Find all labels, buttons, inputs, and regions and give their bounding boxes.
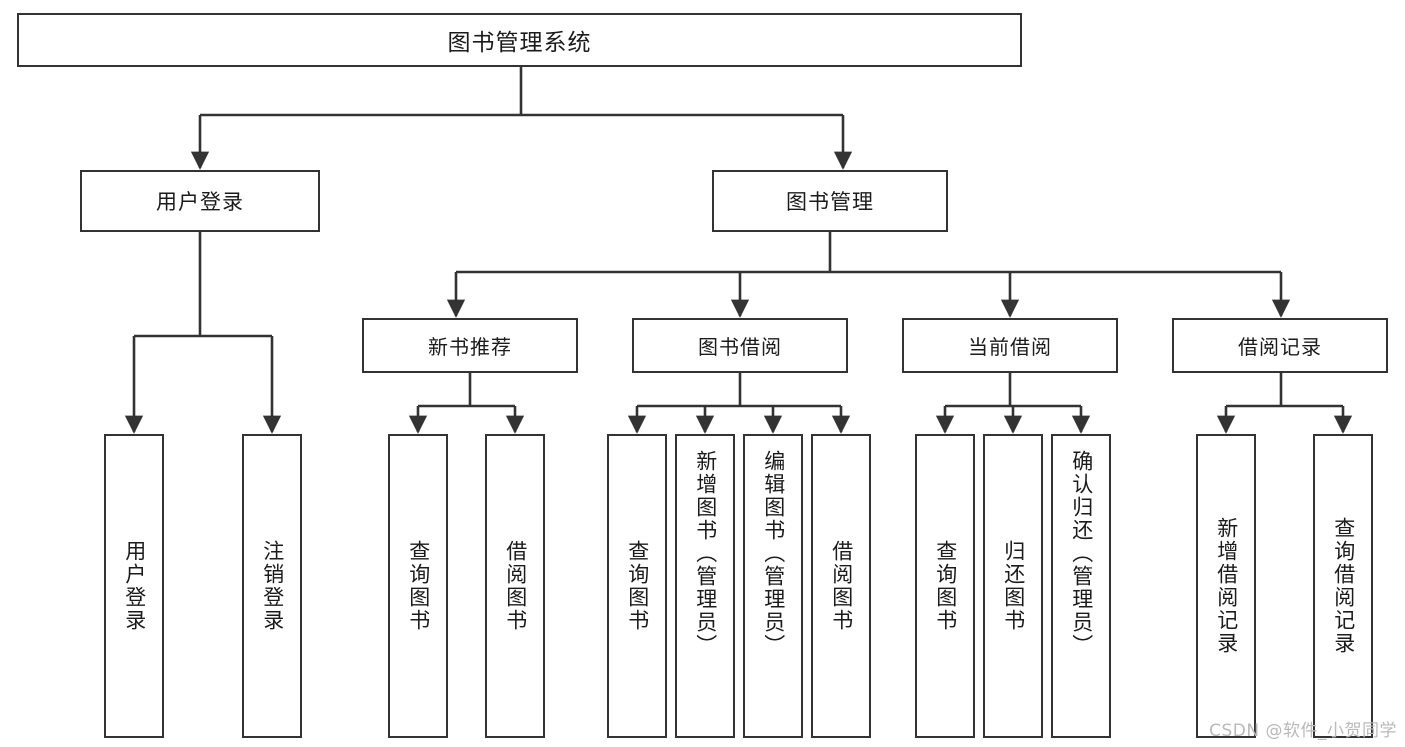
leaf-query-book-3[interactable]: 查询图书 — [915, 434, 975, 738]
node-user-login[interactable]: 用户登录 — [80, 170, 320, 232]
leaf-add-book-admin-label: 新增图书（管理员） — [693, 450, 718, 657]
leaf-query-book-1-inner: 查询图书 — [390, 436, 446, 736]
node-current-borrow[interactable]: 当前借阅 — [902, 318, 1118, 373]
leaf-edit-book-admin[interactable]: 编辑图书（管理员） — [743, 434, 803, 738]
node-current-borrow-label: 当前借阅 — [968, 335, 1052, 359]
leaf-edit-book-admin-label: 编辑图书（管理员） — [761, 450, 786, 657]
node-new-book-recommend[interactable]: 新书推荐 — [362, 318, 578, 373]
leaf-user-login-inner: 用户登录 — [106, 436, 162, 736]
leaf-user-login[interactable]: 用户登录 — [104, 434, 164, 738]
leaf-logout-login[interactable]: 注销登录 — [242, 434, 302, 738]
leaf-borrow-book-2-label: 借阅图书 — [829, 540, 854, 632]
node-borrow-record-label: 借阅记录 — [1238, 335, 1322, 359]
leaf-confirm-return-admin-inner: 确认归还（管理员） — [1053, 436, 1109, 747]
leaf-add-book-admin[interactable]: 新增图书（管理员） — [675, 434, 735, 738]
leaf-borrow-book-1[interactable]: 借阅图书 — [485, 434, 545, 738]
leaf-query-borrow-record-label: 查询借阅记录 — [1331, 517, 1356, 655]
leaf-query-book-1[interactable]: 查询图书 — [388, 434, 448, 738]
leaf-query-book-2-label: 查询图书 — [625, 540, 650, 632]
node-book-borrow-label: 图书借阅 — [698, 335, 782, 359]
leaf-confirm-return-admin[interactable]: 确认归还（管理员） — [1051, 434, 1111, 738]
leaf-query-book-1-label: 查询图书 — [406, 540, 431, 632]
node-book-management-label: 图书管理 — [786, 190, 874, 214]
leaf-borrow-book-2[interactable]: 借阅图书 — [811, 434, 871, 738]
leaf-return-book-inner: 归还图书 — [985, 436, 1041, 736]
leaf-add-book-admin-inner: 新增图书（管理员） — [677, 436, 733, 747]
leaf-query-book-3-inner: 查询图书 — [917, 436, 973, 736]
watermark: CSDN @软件_小贺同学 — [1209, 721, 1397, 741]
leaf-logout-login-label: 注销登录 — [260, 540, 285, 632]
leaf-borrow-book-2-inner: 借阅图书 — [813, 436, 869, 736]
node-root-label: 图书管理系统 — [447, 30, 592, 56]
leaf-query-borrow-record[interactable]: 查询借阅记录 — [1313, 434, 1373, 738]
node-book-borrow[interactable]: 图书借阅 — [632, 318, 848, 373]
leaf-return-book-label: 归还图书 — [1001, 540, 1026, 632]
leaf-logout-login-inner: 注销登录 — [244, 436, 300, 736]
node-new-book-recommend-label: 新书推荐 — [428, 335, 512, 359]
leaf-add-borrow-record[interactable]: 新增借阅记录 — [1196, 434, 1256, 738]
leaf-user-login-label: 用户登录 — [122, 540, 147, 632]
leaf-query-book-2[interactable]: 查询图书 — [607, 434, 667, 738]
leaf-query-book-2-inner: 查询图书 — [609, 436, 665, 736]
leaf-add-borrow-record-inner: 新增借阅记录 — [1198, 436, 1254, 736]
leaf-borrow-book-1-label: 借阅图书 — [503, 540, 528, 632]
node-borrow-record[interactable]: 借阅记录 — [1172, 318, 1388, 373]
node-root[interactable]: 图书管理系统 — [17, 13, 1022, 67]
leaf-edit-book-admin-inner: 编辑图书（管理员） — [745, 436, 801, 747]
node-book-management[interactable]: 图书管理 — [712, 170, 948, 232]
leaf-query-book-3-label: 查询图书 — [933, 540, 958, 632]
leaf-return-book[interactable]: 归还图书 — [983, 434, 1043, 738]
leaf-query-borrow-record-inner: 查询借阅记录 — [1315, 436, 1371, 736]
leaf-confirm-return-admin-label: 确认归还（管理员） — [1069, 450, 1094, 657]
leaf-borrow-book-1-inner: 借阅图书 — [487, 436, 543, 736]
leaf-add-borrow-record-label: 新增借阅记录 — [1214, 517, 1239, 655]
node-user-login-label: 用户登录 — [156, 190, 244, 214]
